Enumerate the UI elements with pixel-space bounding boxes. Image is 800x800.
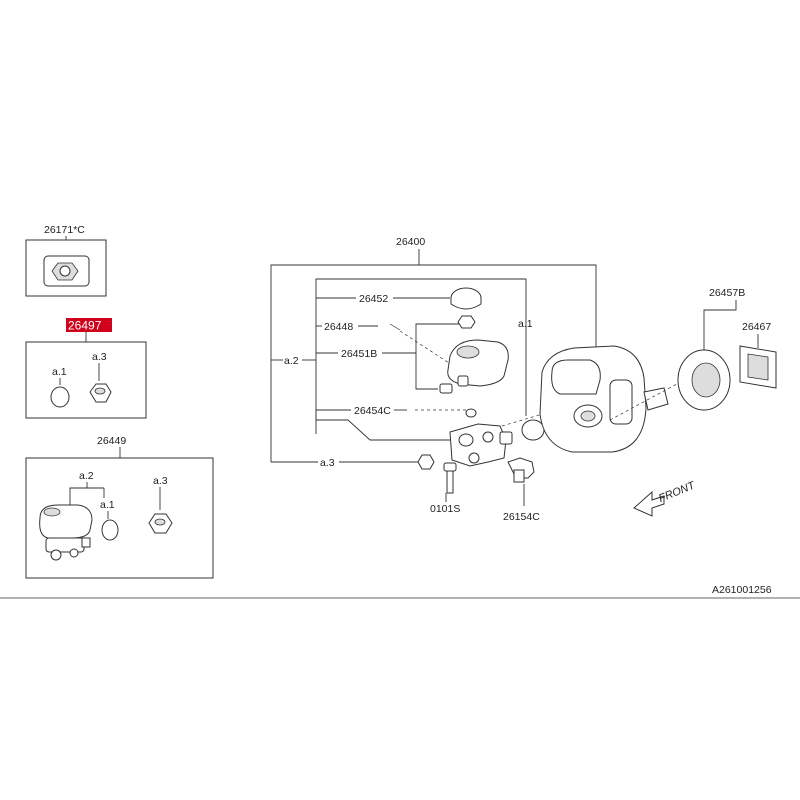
o-ring-icon xyxy=(50,386,70,408)
o-ring-icon xyxy=(101,519,119,541)
diagram-id-label: A261001256 xyxy=(712,584,772,596)
ref-a1-label: a.1 xyxy=(518,318,533,330)
box2-item-a1-label: a.1 xyxy=(52,366,67,378)
reservoir-cap-icon xyxy=(450,287,482,310)
part-26467-label[interactable]: 26467 xyxy=(742,321,771,333)
box2-part-label[interactable]: 26497 xyxy=(68,319,102,333)
part-0101S-label[interactable]: 0101S xyxy=(430,503,460,515)
front-arrow-icon xyxy=(633,490,665,517)
box1-frame xyxy=(25,239,107,297)
highlight-badge xyxy=(66,318,112,332)
box2-item-a3-label: a.3 xyxy=(92,351,107,363)
strainer-icon xyxy=(457,315,476,329)
cap-seal-icon xyxy=(43,255,90,287)
box3-part-label[interactable]: 26449 xyxy=(97,435,126,447)
brake-booster-icon xyxy=(539,345,669,453)
box3-frame xyxy=(25,457,214,579)
reservoir-tank-icon xyxy=(439,339,509,394)
part-26454C-label[interactable]: 26454C xyxy=(354,405,391,417)
box1-part-label[interactable]: 26171*C xyxy=(44,224,85,236)
ref-a2-label: a.2 xyxy=(284,355,299,367)
master-cylinder-icon xyxy=(449,423,513,467)
box3-item-a3-label: a.3 xyxy=(153,475,168,487)
part-26457B-label[interactable]: 26457B xyxy=(709,287,745,299)
part-26451B-label[interactable]: 26451B xyxy=(341,348,377,360)
master-cylinder-small-icon xyxy=(39,504,93,561)
assembly-bracket xyxy=(270,264,597,462)
nut-icon xyxy=(417,454,435,470)
gasket-ring-icon xyxy=(677,349,731,411)
front-label: FRONT xyxy=(657,479,698,505)
box3-item-a1-label: a.1 xyxy=(100,499,115,511)
sensor-bracket-icon xyxy=(507,457,535,483)
gasket-plate-icon xyxy=(739,345,777,389)
bolt-icon xyxy=(443,462,457,494)
group-a2-bracket xyxy=(315,278,527,434)
ref-a3-label: a.3 xyxy=(320,457,335,469)
part-26154C-label[interactable]: 26154C xyxy=(503,511,540,523)
box3-item-a2-label: a.2 xyxy=(79,470,94,482)
o-ring-icon xyxy=(521,419,545,441)
part-26452-label[interactable]: 26452 xyxy=(359,293,388,305)
grommet-icon xyxy=(465,408,477,418)
assembly-part-label[interactable]: 26400 xyxy=(396,236,425,248)
nut-icon xyxy=(148,513,173,534)
box2-frame xyxy=(25,341,147,419)
nut-icon xyxy=(89,383,112,403)
part-26448-label[interactable]: 26448 xyxy=(324,321,353,333)
